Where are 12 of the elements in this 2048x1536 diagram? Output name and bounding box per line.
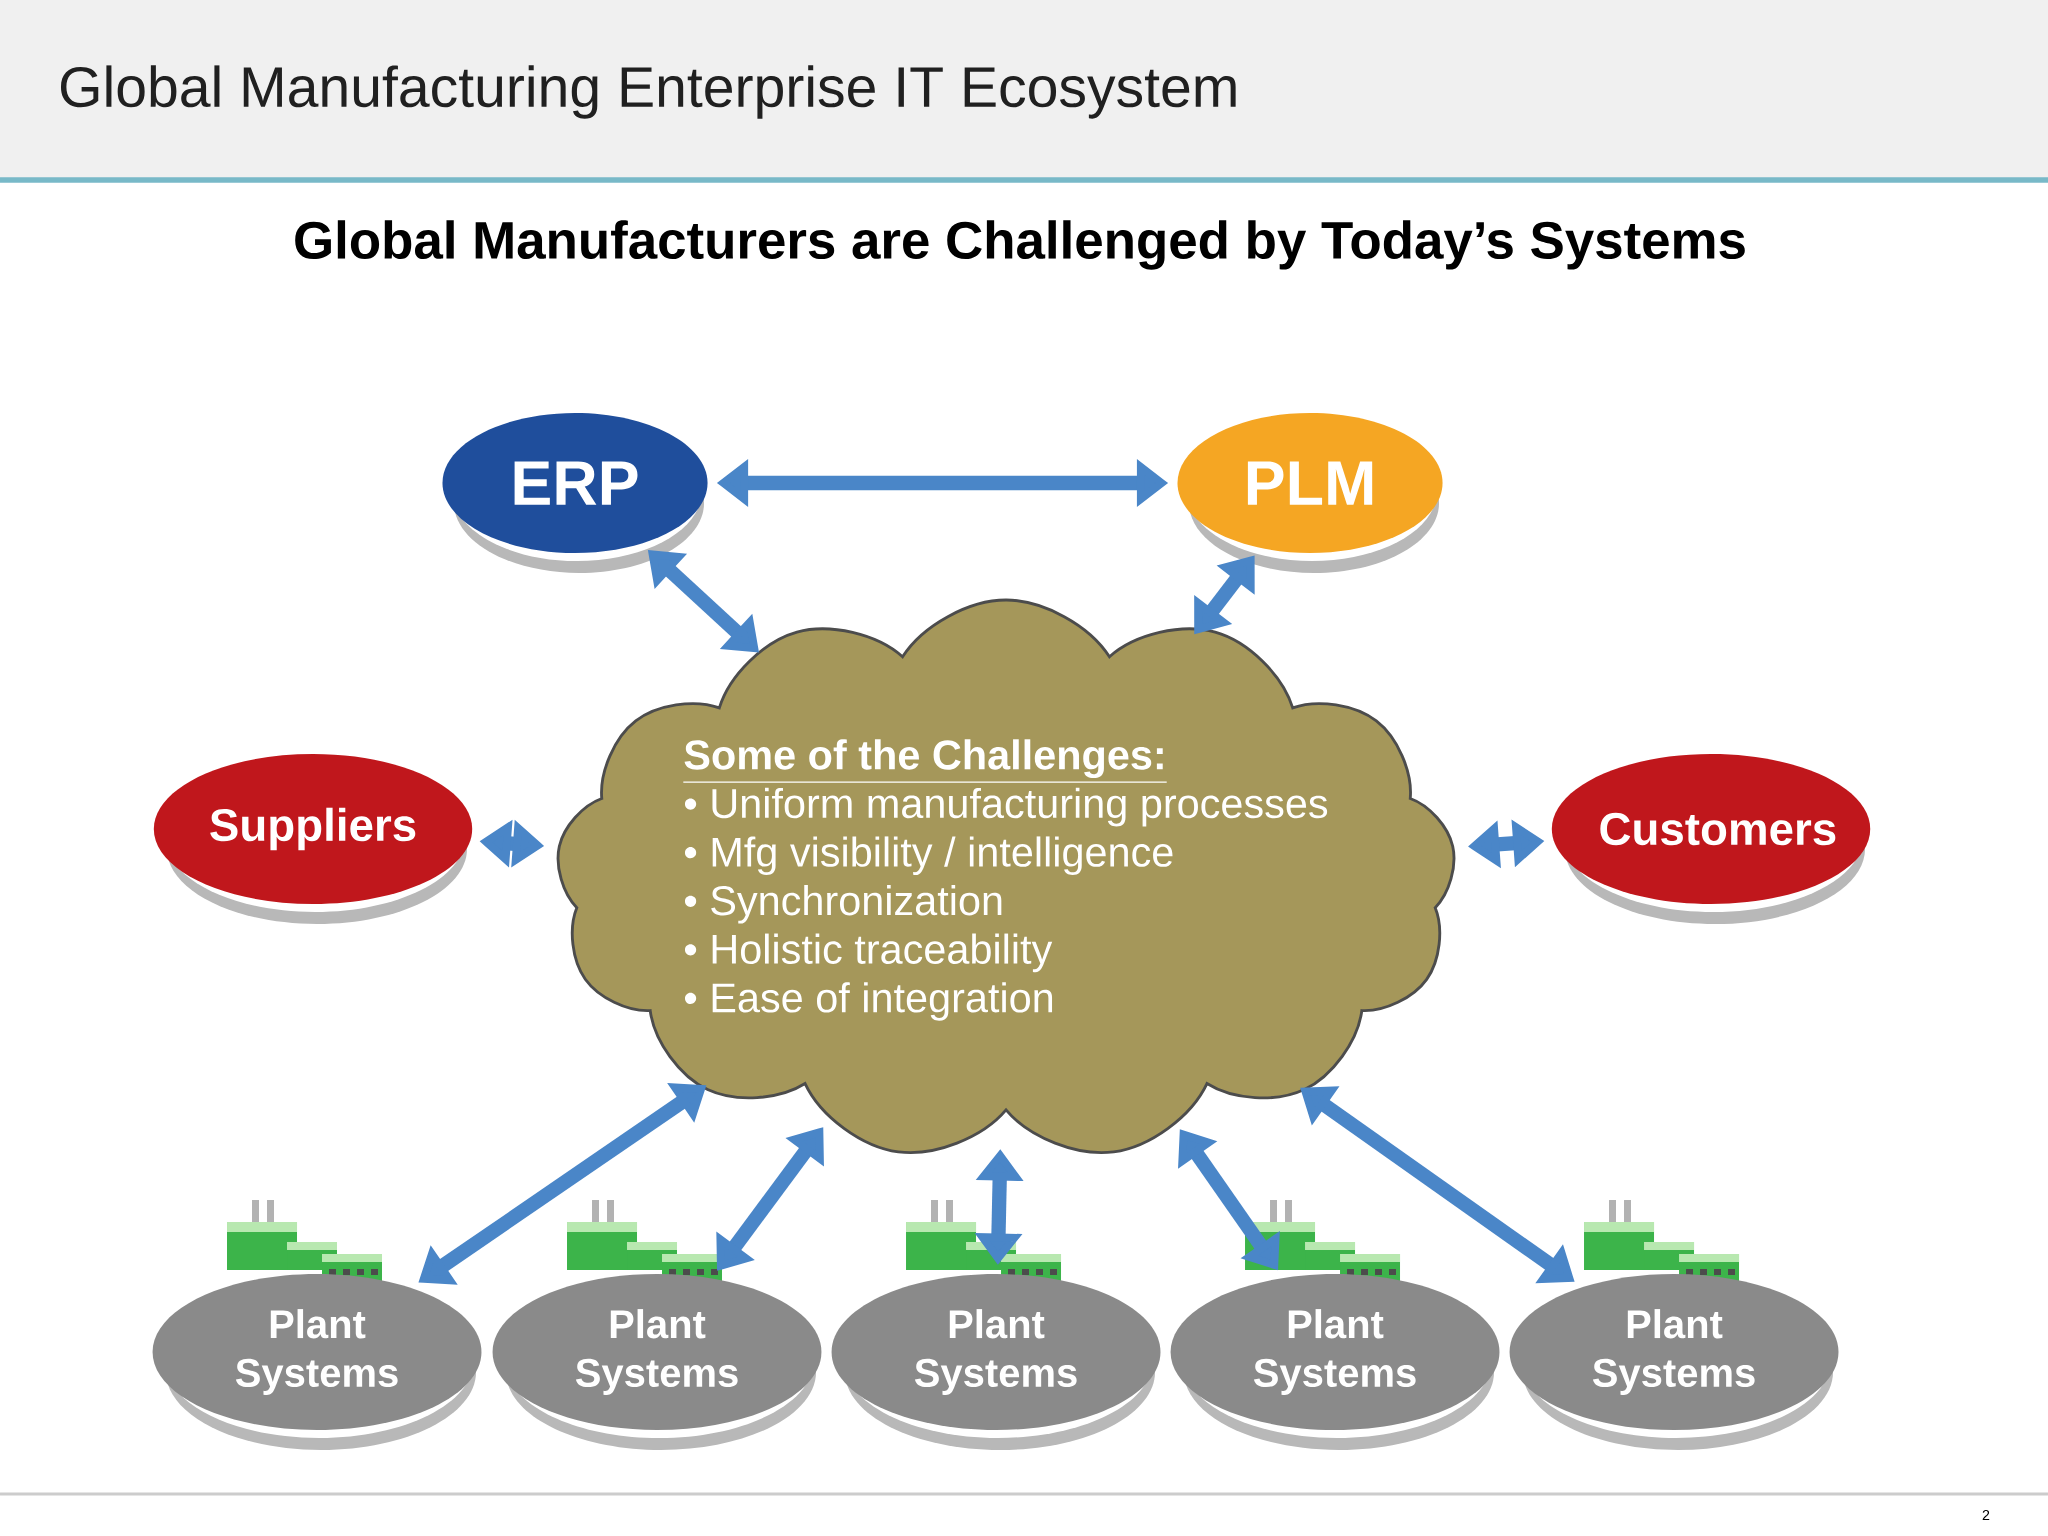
plant-disc: Plant Systems <box>1170 1274 1500 1450</box>
plant-disc: Plant Systems <box>492 1274 822 1450</box>
subtitle: Global Manufacturers are Challenged by Today’s Systems <box>295 220 1745 270</box>
plant-disc: Plant Systems <box>152 1274 482 1450</box>
page-number: 2 <box>1982 1510 1990 1520</box>
disc-button: Customers <box>1551 754 1871 924</box>
disc-button: Suppliers <box>153 754 473 924</box>
plant-disc: Plant Systems <box>1509 1274 1839 1450</box>
plant-disc: Plant Systems <box>831 1274 1161 1450</box>
disc-button: ERP <box>442 413 708 573</box>
disc-button: PLM <box>1177 413 1443 573</box>
slide-title: Global Manufacturing Enterprise IT Ecosystem <box>60 65 1236 119</box>
